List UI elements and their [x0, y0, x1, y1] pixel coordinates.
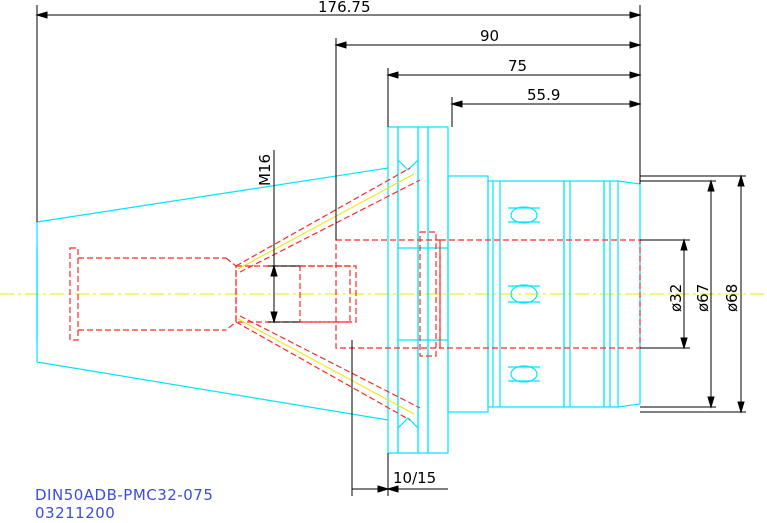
- order-code: 03211200: [35, 504, 116, 522]
- dim-overall-length: 176.75: [318, 0, 371, 16]
- hidden-lines: [69, 167, 641, 421]
- dim-dia-32: ø32: [667, 284, 685, 312]
- dim-length-75: 75: [508, 57, 527, 75]
- dim-groove: 10/15: [393, 469, 436, 487]
- dim-thread: M16: [256, 154, 274, 186]
- dim-dia-68: ø68: [723, 284, 741, 312]
- cone-axis-lines: [237, 173, 415, 415]
- dimension-lines: [35, 5, 746, 496]
- holder-outline: [36, 126, 641, 454]
- dim-length-55-9: 55.9: [527, 86, 560, 104]
- dim-dia-67: ø67: [694, 284, 712, 312]
- part-number: DIN50ADB-PMC32-075: [35, 486, 214, 504]
- dim-length-90: 90: [480, 27, 499, 45]
